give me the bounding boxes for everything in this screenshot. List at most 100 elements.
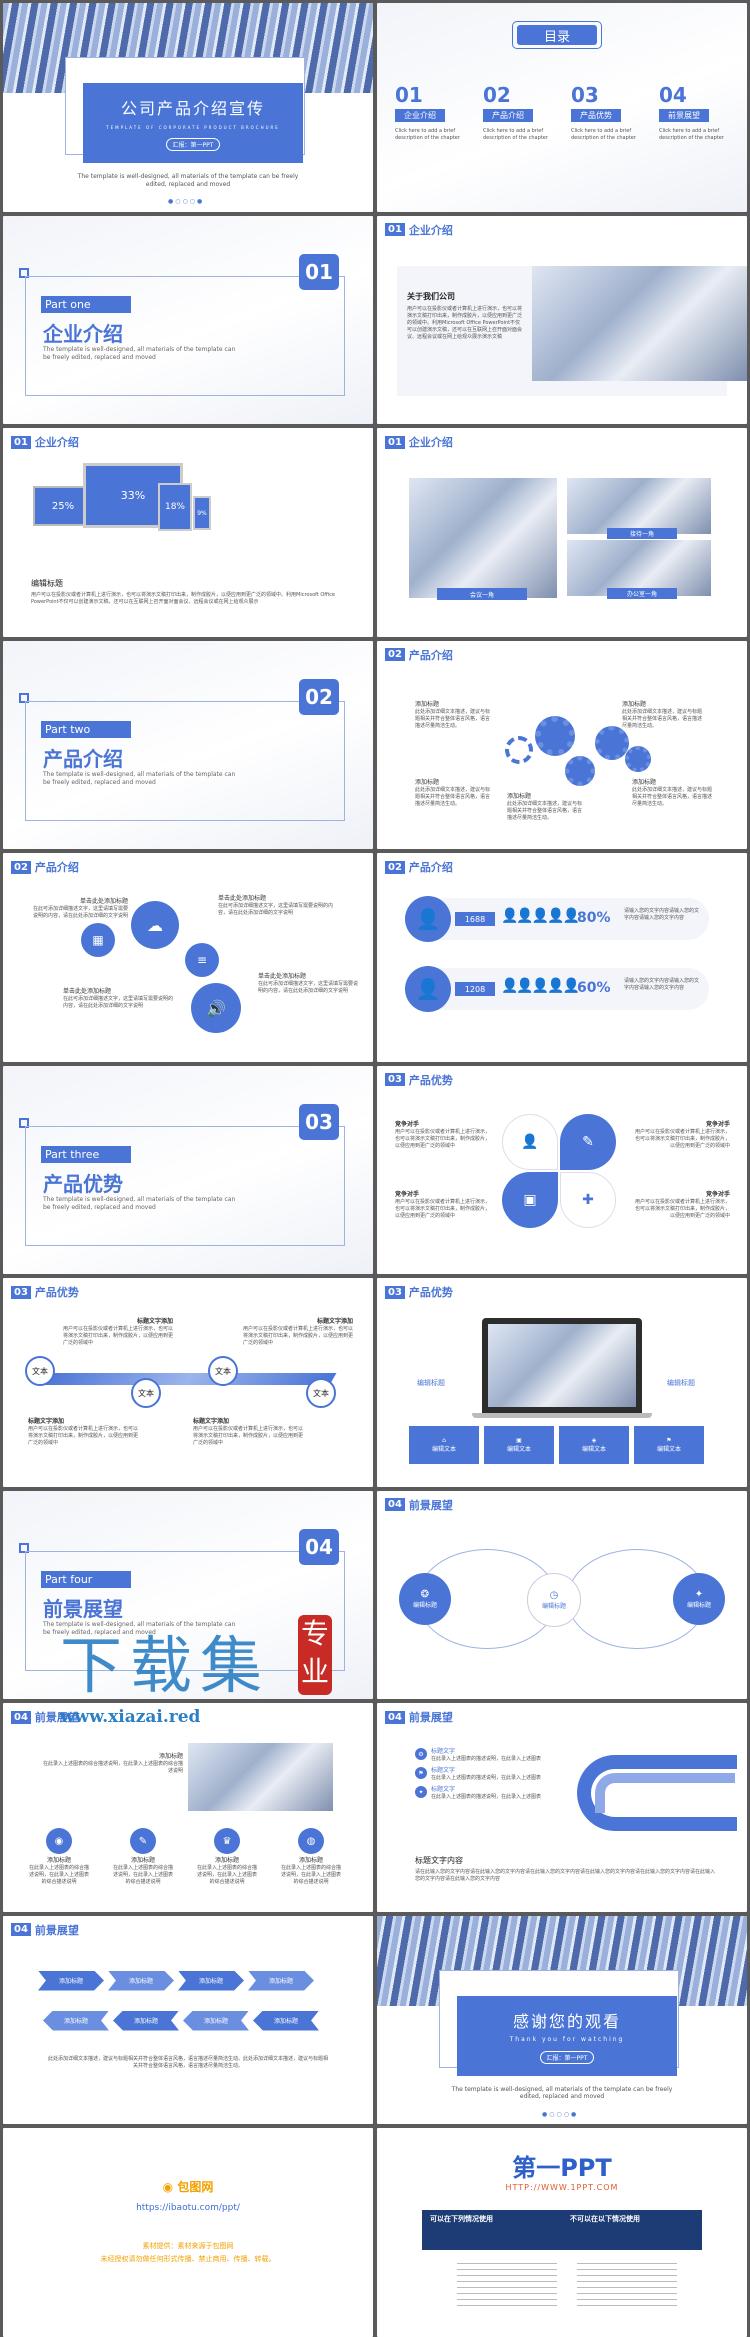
toc-item[interactable]: 01 企业介绍 Click here to add a brief descri… [395, 83, 460, 141]
slide-grid: 公司产品介绍宣传 TEMPLATE OF CORPORATE PRODUCT B… [3, 3, 747, 2337]
slide-header: 04 前景展望 [11, 1709, 79, 1725]
arcs-content-title: 标题文字内容 [415, 1856, 463, 1865]
slide-photos[interactable]: 01 企业介绍 会议一角 接待一角 办公室一角 [377, 428, 747, 637]
speaker-icon: 🔊 [191, 983, 241, 1033]
slide-section-02[interactable]: 02 Part two 产品介绍 The template is well-de… [3, 640, 373, 849]
phone-screen: 9% [193, 496, 211, 530]
section-desc: The template is well-designed, all mater… [43, 770, 236, 786]
server-icon: ≡ [185, 943, 219, 977]
watermark-big: 下载集 [60, 1629, 271, 1702]
laptop-screen [482, 1318, 642, 1413]
gear-label: 添加标题 此处添加详细文本描述，建议与标题相关并符合整体语言风格，语言描述尽量简… [415, 700, 491, 729]
slide-laptop[interactable]: 03 产品优势 编辑标题 编辑标题 ⌂编辑文本 ▣编辑文本 ◈编辑文本 ⚑编辑文… [377, 1278, 747, 1487]
slide-thanks[interactable]: 感谢您的观看 Thank you for watching 汇报：第一PPT T… [377, 1915, 747, 2124]
slide-header: 04 前景展望 [11, 1922, 79, 1938]
slide-gears[interactable]: 02 产品介绍 添加标题 此处添加详细文本描述，建议与标题相关并符合整体语言风格… [377, 640, 747, 849]
toc-item[interactable]: 02 产品介绍 Click here to add a brief descri… [483, 83, 548, 141]
section-number: 03 [299, 1103, 339, 1140]
ad-list-right [577, 2263, 677, 2308]
gear-icon [535, 715, 575, 756]
slide-people[interactable]: 02 产品介绍 👤 1688 👤👤👤👤👤 80% 请输入您的文字内容请输入您的文… [377, 853, 747, 1062]
icon-row: ◉ 添加标题 在此录入上述图表的综合描述说明，在此录入上述图表的综合描述说明 ✎… [28, 1828, 342, 1886]
slide-ad[interactable]: 第一PPT HTTP://WWW.1PPT.COM 可以在下列情况使用 不可以在… [377, 2128, 747, 2337]
section-part: Part two [41, 720, 131, 738]
slide-about[interactable]: 01 企业介绍 关于我们公司 用户可以在投影仪或者计算机上进行演示，也可以将演示… [377, 215, 747, 424]
gear-label: 添加标题 此处添加详细文本描述，建议与标题相关并符合整体语言风格，语言描述尽量简… [415, 778, 491, 807]
slide-text-flow[interactable]: 03 产品优势 文本 文本 文本 文本 标题文字添加 用户可以在投影仪或者计算机… [3, 1278, 373, 1487]
slide-header: 04 前景展望 [385, 1709, 453, 1725]
section-number: 01 [299, 253, 339, 290]
meeting-photo [409, 478, 557, 598]
slide-section-01[interactable]: 01 Part one 企业介绍 The template is well-de… [3, 215, 373, 424]
ibaotu-url[interactable]: https://ibaotu.com/ppt/ [136, 2203, 240, 2213]
compass-icon: ◉ [46, 1828, 72, 1854]
edit-buttons: ⌂编辑文本 ▣编辑文本 ◈编辑文本 ⚑编辑文本 [409, 1426, 704, 1464]
slide-cover[interactable]: 公司产品介绍宣传 TEMPLATE OF CORPORATE PRODUCT B… [3, 3, 373, 212]
compete-text: 竞争对手 用户可以在投影仪或者计算机上进行演示，也可以将演示文稿打印出来，制作成… [634, 1190, 730, 1219]
section-number: 02 [299, 678, 339, 715]
gear-icon [595, 725, 629, 760]
slide-devices[interactable]: 01 企业介绍 25% 33% 18% 9% 编辑标题 用户可以在投影仪或者计算… [3, 428, 373, 637]
list-icon: ✦ [415, 1786, 427, 1799]
left-circle[interactable]: ❂编辑标题 [399, 1572, 451, 1625]
edit-text-button[interactable]: ⚑编辑文本 [634, 1426, 704, 1464]
slide-compete[interactable]: 03 产品优势 👤 ✎ ▣ ✚ 竞争对手 用户可以在投影仪或者计算机上进行演示，… [377, 1065, 747, 1274]
slide-arrows[interactable]: 04 前景展望 添加标题 添加标题 添加标题 添加标题 添加标题 添加标题 添加… [3, 1915, 373, 2124]
tablet-screen: 18% [158, 483, 192, 531]
slide-header: 03 产品优势 [385, 1072, 453, 1088]
edit-title-right: 编辑标题 [667, 1379, 695, 1387]
arrows-body: 此处添加详细文本描述，建议与标题相关并符合整体语言风格，语言描述尽量简洁生动。此… [48, 2055, 329, 2069]
slide-ibaotu[interactable]: ◉ 包图网 https://ibaotu.com/ppt/ 素材提供：素材来源于… [3, 2128, 373, 2337]
cover-subtitle: TEMPLATE OF CORPORATE PRODUCT BROCHURE [106, 125, 280, 130]
cloud-text: 单击此处添加标题 在此可添加详细描述文字，这里请填写需要说明的内容，请在此处添加… [218, 895, 334, 917]
thanks-title: 感谢您的观看 [512, 2011, 621, 2031]
office-corner-photo [567, 540, 711, 596]
toc-item[interactable]: 04 前景展望 Click here to add a brief descri… [659, 83, 724, 141]
document-icon: ✎ [130, 1828, 156, 1854]
section-part: Part one [41, 295, 131, 313]
right-circle[interactable]: ✦编辑标题 [673, 1572, 725, 1625]
slide-toc[interactable]: 目录 01 企业介绍 Click here to add a brief des… [377, 3, 747, 212]
edit-text-button[interactable]: ◈编辑文本 [559, 1426, 629, 1464]
slide-header: 01 企业介绍 [11, 434, 79, 450]
image-icon: ▣ [502, 1171, 558, 1228]
gear-label: 添加标题 此处添加详细文本描述，建议与标题相关并符合整体语言风格，语言描述尽量简… [507, 792, 583, 821]
slide-header: 02 产品介绍 [385, 647, 453, 663]
center-circle[interactable]: ◷编辑标题 [527, 1572, 581, 1627]
slide-add-title[interactable]: 04 前景展望 添加标题 在此录入上述图表的综合描述说明，在此录入上述图表的综合… [3, 1703, 373, 1912]
slide-header: 04 前景展望 [385, 1497, 453, 1513]
edit-text-button[interactable]: ⌂编辑文本 [409, 1426, 479, 1464]
cover-desc: The template is well-designed, all mater… [77, 173, 299, 188]
flow-node: 文本 [306, 1378, 336, 1408]
slide-arcs[interactable]: 04 前景展望 ⚙ 标题文字在此录入上述图表的描述说明，在此录入上述图表 ⚑ 标… [377, 1703, 747, 1912]
page-dots: ●○○○● [542, 2110, 579, 2118]
edit-text-button[interactable]: ▣编辑文本 [484, 1426, 554, 1464]
edit-title-left: 编辑标题 [417, 1379, 445, 1387]
ad-url: HTTP://WWW.1PPT.COM [505, 2183, 619, 2192]
section-title: 前景展望 [43, 1596, 123, 1621]
cloud-text: 单击此处添加标题 在此可添加详细描述文字，这里请填写需要说明的内容，请在此处添加… [33, 898, 129, 920]
slide-cloud[interactable]: 02 产品介绍 ☁ ▦ ≡ 🔊 单击此处添加标题 在此可添加详细描述文字，这里请… [3, 853, 373, 1062]
ibaotu-line2: 未经授权请勿做任何形式传播、禁止商用、传播、转载。 [100, 2255, 276, 2263]
flow-text: 标题文字添加 用户可以在投影仪或者计算机上进行演示，也可以将演示文稿打印出来，制… [63, 1318, 174, 1347]
section-desc: The template is well-designed, all mater… [43, 345, 236, 361]
cover-title: 公司产品介绍宣传 [120, 99, 265, 118]
office-photo [188, 1743, 333, 1811]
slide-header: 01 企业介绍 [385, 222, 453, 238]
arcs-content-body: 请在此输入您的文字内容请在此输入您的文字内容请在此输入您的文字内容请在此输入您的… [415, 1869, 716, 1882]
thanks-subtitle: Thank you for watching [509, 2035, 625, 2043]
trophy-icon: ♛ [214, 1828, 240, 1854]
person-icons: 👤👤👤👤👤 [501, 978, 580, 994]
toc-item[interactable]: 03 产品优势 Click here to add a brief descri… [571, 83, 636, 141]
ad-list-left [457, 2263, 557, 2308]
arrow-row-bottom: 添加标题 添加标题 添加标题 添加标题 [43, 2010, 319, 2031]
slide-prospect-circles[interactable]: 04 前景展望 ❂编辑标题 ◷编辑标题 ✦编辑标题 [377, 1490, 747, 1699]
ad-bar: 可以在下列情况使用 不可以在以下情况使用 [422, 2210, 702, 2250]
office-photo [532, 265, 747, 381]
section-number: 04 [299, 1528, 339, 1565]
list-icon: ⚑ [415, 1767, 427, 1780]
devices-label: 编辑标题 [31, 579, 63, 588]
puzzle-icon: ✚ [560, 1171, 616, 1228]
slide-section-03[interactable]: 03 Part three 产品优势 The template is well-… [3, 1065, 373, 1274]
globe-icon: ◍ [298, 1828, 324, 1854]
